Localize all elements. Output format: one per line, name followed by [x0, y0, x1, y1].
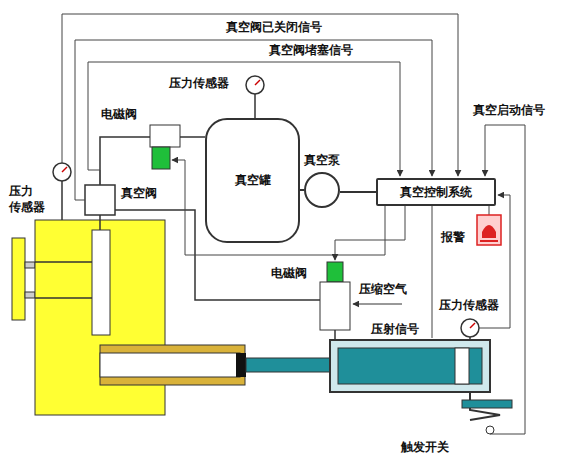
- pipe-connector: [340, 191, 376, 193]
- shot-cylinder: [330, 340, 490, 392]
- trigger-plate: [462, 400, 512, 408]
- pipe: [180, 136, 205, 138]
- pump-circle: 真空泵: [304, 172, 340, 208]
- signal-label: 压力传感器: [438, 298, 500, 314]
- signal-label: 压力 传感器: [8, 184, 48, 215]
- signal-label: 电磁阀: [270, 266, 308, 282]
- signal-wire: [485, 125, 525, 434]
- signal-label: 压缩空气: [358, 282, 408, 298]
- signal-label: 报警: [440, 230, 466, 246]
- control-box: 真空控制系统: [376, 178, 496, 206]
- signal-label: 触发开关: [400, 440, 450, 456]
- pressure-gauge: [461, 319, 479, 337]
- solenoid-coil: [327, 262, 343, 282]
- node-text: 真空罐: [235, 173, 271, 188]
- tie-rod: [35, 297, 92, 299]
- air-arrow: [353, 304, 402, 305]
- pipe: [100, 137, 150, 185]
- alarm-base: [480, 240, 498, 242]
- gauge-stem: [254, 94, 256, 118]
- signal-label: 真空阀已关闭信号: [225, 20, 323, 36]
- gauge-needle: [470, 323, 475, 328]
- shot-sleeve: [100, 345, 245, 385]
- vacuum-valve: [85, 185, 115, 215]
- pipe: [99, 215, 101, 230]
- solenoid-valve: [150, 125, 180, 147]
- cylinder-bore: [338, 348, 482, 384]
- signal-label: 压力传感器: [168, 76, 230, 92]
- tie-rod: [25, 262, 35, 268]
- signal-label: 压射信号: [370, 322, 420, 338]
- pressure-gauge: [246, 76, 264, 94]
- signal-label: 真空阀堵塞信号: [268, 43, 354, 59]
- vacuum-channel: [92, 230, 110, 335]
- pressure-gauge: [53, 163, 71, 181]
- trigger-switch: [486, 426, 494, 434]
- die-casting-machine: [35, 220, 165, 415]
- vacuum-tank: 真空罐: [205, 118, 300, 243]
- side-plate: [12, 238, 25, 320]
- signal-label: 真空启动信号: [472, 103, 546, 119]
- tie-rod: [35, 261, 92, 263]
- plunger-rod: [246, 358, 336, 372]
- signal-label: 真空阀: [120, 186, 158, 202]
- gauge-needle: [62, 167, 67, 172]
- alarm-wire: [489, 206, 490, 215]
- sleeve-bore: [100, 353, 240, 377]
- tie-rod: [25, 292, 35, 298]
- control-wire: [335, 206, 405, 260]
- gauge-needle: [255, 80, 260, 85]
- signal-label: 电磁阀: [100, 107, 138, 123]
- shot-signal-wire: [432, 206, 433, 338]
- alarm-bell: [482, 225, 496, 238]
- gauge-stem: [61, 181, 63, 220]
- pipe: [334, 330, 336, 340]
- signal-wire: [75, 200, 85, 201]
- node-text: 真空控制系统: [400, 185, 472, 200]
- cylinder-piston: [455, 348, 469, 384]
- node-text: 真空泵: [304, 153, 340, 168]
- solenoid-coil: [152, 147, 170, 169]
- solenoid-valve: [320, 282, 350, 330]
- alarm-icon: [477, 215, 501, 245]
- plunger-tip: [236, 353, 246, 377]
